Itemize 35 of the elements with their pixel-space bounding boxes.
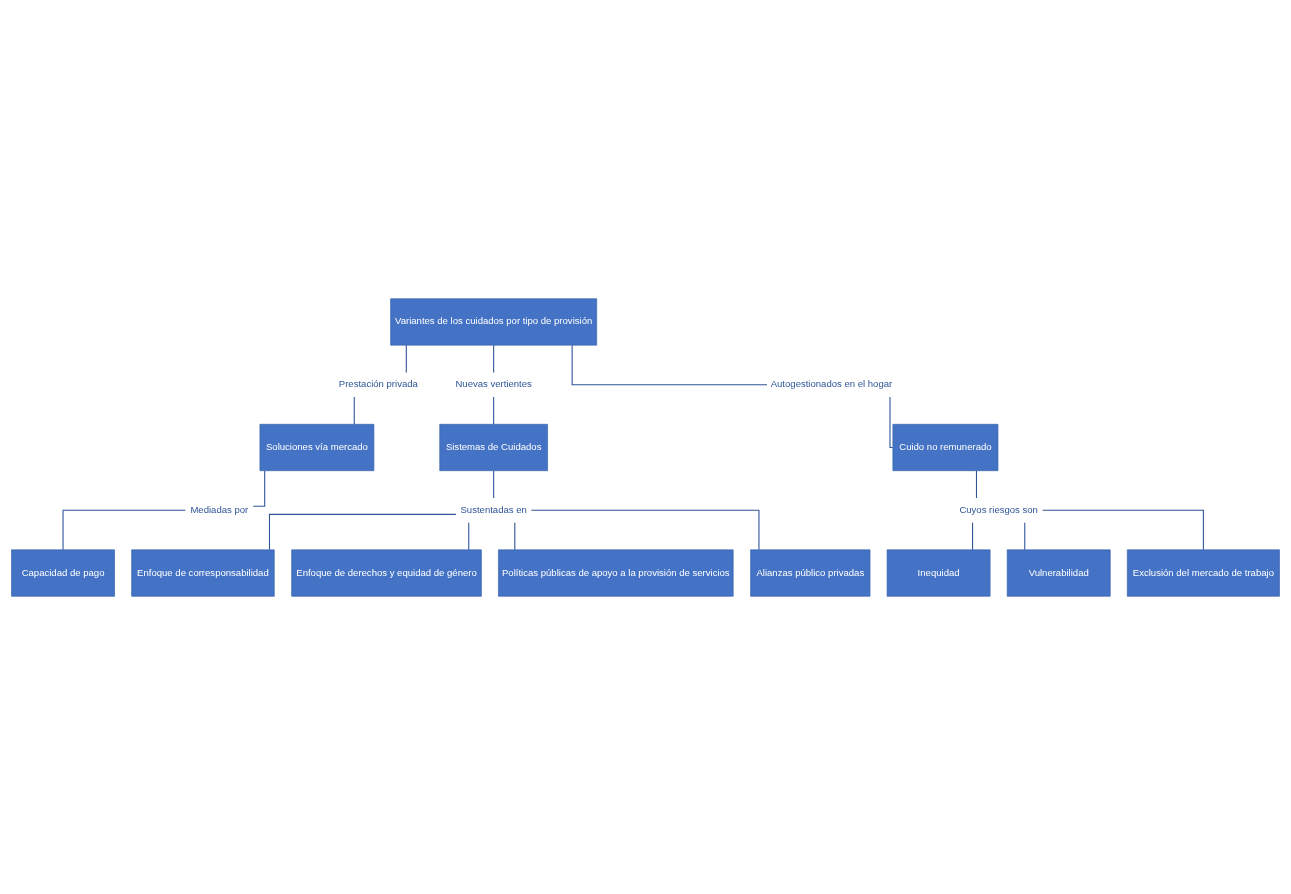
connector	[468, 521, 470, 550]
connector	[353, 396, 355, 425]
node-text: Sustentadas en	[460, 503, 527, 515]
node-box: Exclusión del mercado de trabajo	[1126, 549, 1280, 597]
connector	[972, 521, 974, 550]
node-box: Enfoque de derechos y equidad de género	[291, 549, 482, 597]
node-box: Alianzas público privadas	[750, 549, 871, 597]
connector	[1024, 521, 1026, 550]
node-box: Variantes de los cuidados por tipo de provisión	[390, 297, 598, 345]
node-box: Soluciones vía mercado	[259, 423, 375, 471]
node-text: Prestación privada	[338, 377, 418, 389]
connector	[530, 509, 760, 550]
connector	[493, 469, 495, 499]
node-box: Inequidad	[886, 549, 991, 597]
connector	[268, 513, 457, 550]
connector	[975, 469, 978, 499]
connector	[889, 396, 894, 448]
node-box: Vulnerabilidad	[1006, 549, 1111, 597]
node-text: Nuevas vertientes	[455, 377, 532, 389]
connector	[1042, 509, 1204, 550]
node-text: Autogestionados en el hogar	[770, 377, 893, 389]
connector	[252, 470, 266, 507]
connector	[405, 344, 407, 373]
connector	[62, 509, 186, 550]
connector	[571, 344, 768, 385]
node-box: Enfoque de corresponsabilidad	[131, 549, 275, 597]
connector	[514, 521, 516, 550]
connector	[493, 344, 495, 373]
connector	[493, 396, 495, 425]
node-box: Sistemas de Cuidados	[439, 423, 548, 471]
node-text: Mediadas por	[190, 503, 249, 515]
node-box: Políticas públicas de apoyo a la provisión de servicios	[498, 549, 734, 597]
node-box: Capacidad de pago	[11, 549, 115, 597]
node-text: Cuyos riesgos son	[959, 503, 1038, 515]
node-box: Cuido no remunerado	[892, 423, 999, 471]
